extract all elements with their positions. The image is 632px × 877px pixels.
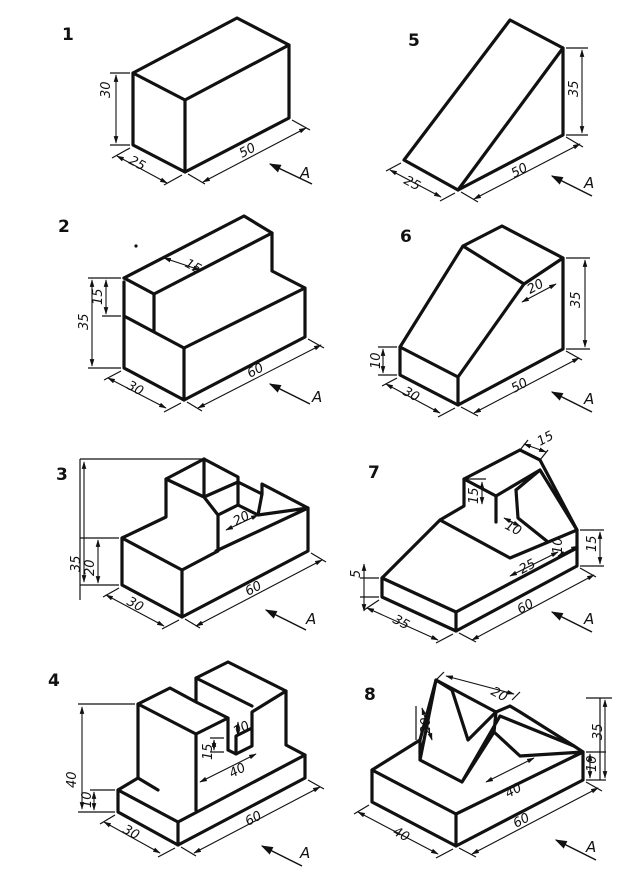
part-outline [120, 457, 310, 619]
dimension-label: 25 [401, 173, 423, 194]
figure-number: 6 [400, 227, 412, 247]
dimension-lines [385, 47, 588, 203]
part-outline [402, 18, 565, 192]
dimension-label: 35 [69, 555, 84, 572]
figure-7: 7 15 15 10 15 10 25 5 35 60 A [349, 429, 604, 644]
figure-number: 4 [48, 671, 60, 691]
dimension-label: 35 [567, 80, 582, 97]
dimension-label: 25 [517, 557, 539, 578]
dimension-label: 60 [243, 809, 265, 830]
dimension-label: 15 [201, 743, 216, 760]
view-direction-arrow [268, 383, 311, 405]
dimension-label: 50 [509, 161, 531, 182]
view-label: A [583, 610, 594, 628]
dimension-label: 25 [126, 153, 148, 174]
dimension-label: 15 [182, 256, 204, 277]
dimension-label: 10 [231, 719, 253, 740]
dimension-label: 35 [591, 723, 606, 740]
part-outline [380, 448, 579, 633]
dimension-lines [360, 439, 604, 644]
dimension-label: 15 [467, 487, 482, 504]
dimension-label: 60 [511, 811, 533, 832]
view-direction-arrow [550, 391, 593, 413]
figure-number: 2 [58, 217, 70, 237]
figure-2: 2 35 15 15 30 60 A [58, 214, 325, 413]
view-label: A [299, 164, 310, 182]
dimension-label: 35 [569, 291, 584, 308]
view-direction-arrow [550, 175, 593, 197]
figure-number: 1 [62, 25, 74, 45]
dimension-label: 10 [369, 352, 384, 369]
view-direction-arrow [554, 839, 597, 861]
dimension-label: 5 [349, 570, 364, 578]
figure-1: 1 30 25 50 A [62, 16, 313, 186]
view-direction-arrow [550, 611, 593, 633]
figure-8: 8 20 20 35 10 40 40 60 A [353, 671, 612, 861]
part-outline [122, 214, 307, 402]
dimension-label: 30 [124, 594, 146, 615]
dimension-label: 15 [535, 429, 557, 450]
view-label: A [305, 610, 316, 628]
view-direction-arrow [264, 609, 307, 631]
dimension-label: 15 [91, 288, 106, 305]
dimension-label: 40 [390, 824, 412, 845]
part-outline [398, 224, 565, 407]
figure-number: 7 [368, 463, 380, 483]
view-label: A [583, 390, 594, 408]
view-label: A [583, 174, 594, 192]
view-label: A [311, 388, 322, 406]
dimension-label: 60 [515, 597, 537, 618]
dimension-label: 15 [585, 535, 600, 552]
dimension-label: 40 [65, 771, 80, 788]
dimension-lines [353, 671, 612, 859]
dimension-label: 40 [503, 781, 525, 802]
dimension-label: 50 [237, 141, 259, 162]
dimension-lines [79, 458, 327, 630]
view-label: A [585, 838, 596, 856]
figure-6: 6 35 20 10 30 50 A [369, 224, 594, 418]
dimension-label: 60 [243, 579, 265, 600]
dimension-label: 35 [77, 313, 92, 330]
dimension-lines [78, 703, 325, 858]
dimension-label: 10 [551, 537, 566, 554]
dimension-lines [110, 72, 311, 186]
dimension-lines [378, 257, 590, 418]
figure-4: 4 40 10 15 10 40 30 60 A [48, 660, 325, 867]
dimension-label: 20 [419, 717, 434, 734]
dimension-label: 40 [227, 761, 249, 782]
speck [134, 244, 138, 248]
dimension-label: 35 [390, 612, 412, 633]
figure-number: 5 [408, 31, 420, 51]
dimension-lines [88, 257, 325, 413]
view-direction-arrow [260, 845, 303, 867]
view-label: A [299, 844, 310, 862]
dimension-label: 60 [245, 361, 267, 382]
figure-5: 5 35 25 50 A [385, 18, 594, 203]
dimension-label: 20 [83, 559, 98, 576]
figure-3: 3 35 20 20 30 60 A [56, 457, 327, 631]
dimension-label: 30 [120, 822, 142, 843]
view-direction-arrow [268, 163, 313, 185]
part-outline [131, 16, 291, 174]
part-outline [370, 678, 585, 848]
dimension-label: 10 [502, 518, 524, 539]
figure-number: 3 [56, 465, 68, 485]
dimension-label: 50 [509, 376, 531, 397]
dimension-label: 20 [488, 684, 510, 705]
dimension-label: 20 [231, 509, 253, 530]
dimension-label: 20 [525, 277, 547, 298]
figure-number: 8 [364, 685, 376, 705]
dimension-label: 30 [400, 384, 422, 405]
dimension-label: 30 [99, 81, 114, 98]
dimension-label: 30 [124, 378, 146, 399]
dimension-label: 10 [585, 755, 600, 772]
dimension-label: 10 [80, 791, 95, 808]
